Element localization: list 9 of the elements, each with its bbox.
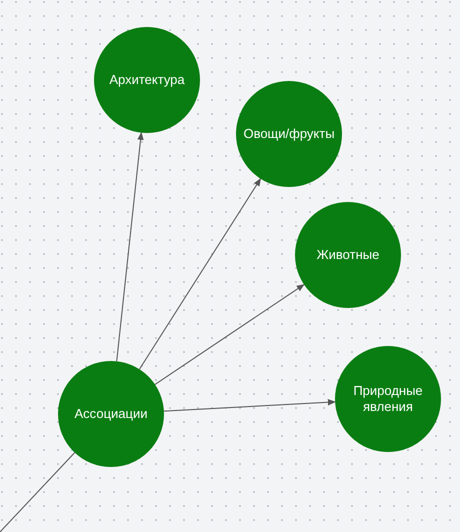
arrow (116, 132, 144, 362)
node-label: Ассоциации (74, 406, 148, 422)
node-label: Овощи/фрукты (242, 126, 336, 142)
arrow (138, 178, 262, 370)
node-label: Архитектура (108, 72, 186, 88)
arrow (154, 284, 305, 385)
node-label: Животные (316, 247, 380, 263)
node-label: Природные явления (352, 383, 424, 415)
arrow (163, 399, 336, 412)
